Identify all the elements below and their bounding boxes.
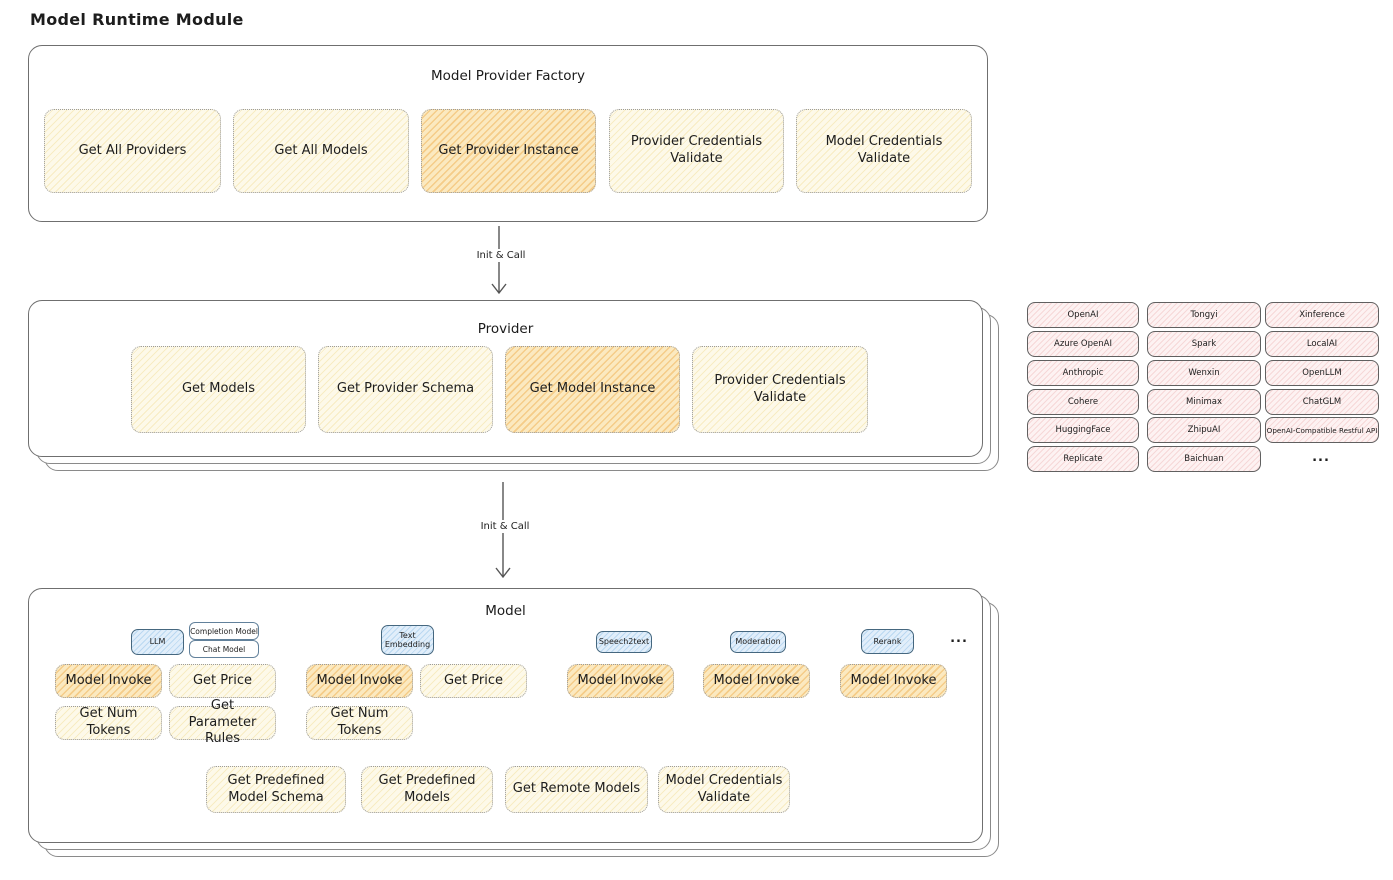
provider-chip-localai: LocalAI bbox=[1265, 331, 1379, 357]
provider-action-get-model-instance: Get Model Instance bbox=[505, 346, 680, 433]
provider-chip-chatglm: ChatGLM bbox=[1265, 389, 1379, 415]
provider-action-get-models: Get Models bbox=[131, 346, 306, 433]
llm-get-parameter-rules: Get Parameter Rules bbox=[169, 698, 276, 746]
provider-panel: Provider Get Models Get Provider Schema … bbox=[28, 300, 983, 457]
model-type-tag-text-embedding: Text Embedding bbox=[381, 625, 434, 655]
page-title: Model Runtime Module bbox=[30, 10, 244, 29]
model-panel-title: Model bbox=[485, 603, 526, 619]
arrow-factory-to-provider-label: Init & Call bbox=[461, 249, 541, 262]
provider-chip-minimax: Minimax bbox=[1147, 389, 1261, 415]
rerank-model-invoke: Model Invoke bbox=[840, 664, 947, 698]
factory-action-model-credentials-validate: Model Credentials Validate bbox=[796, 109, 972, 193]
llm-model-invoke: Model Invoke bbox=[55, 664, 162, 698]
factory-action-provider-credentials-validate: Provider Credentials Validate bbox=[609, 109, 784, 193]
provider-action-provider-credentials-validate: Provider Credentials Validate bbox=[692, 346, 868, 433]
moderation-model-invoke: Model Invoke bbox=[703, 664, 810, 698]
model-type-tag-llm: LLM bbox=[131, 629, 184, 655]
model-type-tag-rerank: Rerank bbox=[861, 629, 914, 654]
provider-chip-azure-openai: Azure OpenAI bbox=[1027, 331, 1139, 357]
model-type-tag-moderation: Moderation bbox=[730, 631, 786, 653]
provider-chip-xinference: Xinference bbox=[1265, 302, 1379, 328]
model-type-tags-more-ellipsis: ... bbox=[950, 631, 968, 646]
factory-action-get-all-models: Get All Models bbox=[233, 109, 409, 193]
provider-chips-more-ellipsis: ... bbox=[1312, 450, 1330, 465]
provider-chip-spark: Spark bbox=[1147, 331, 1261, 357]
provider-chip-baichuan: Baichuan bbox=[1147, 446, 1261, 472]
provider-action-get-provider-schema: Get Provider Schema bbox=[318, 346, 493, 433]
factory-action-get-all-providers: Get All Providers bbox=[44, 109, 221, 193]
provider-chip-anthropic: Anthropic bbox=[1027, 360, 1139, 386]
provider-chip-openllm: OpenLLM bbox=[1265, 360, 1379, 386]
text-embedding-get-price: Get Price bbox=[420, 664, 527, 698]
provider-chip-replicate: Replicate bbox=[1027, 446, 1139, 472]
llm-get-price: Get Price bbox=[169, 664, 276, 698]
text-embedding-model-invoke: Model Invoke bbox=[306, 664, 413, 698]
arrow-provider-to-model bbox=[495, 482, 511, 579]
provider-chip-wenxin: Wenxin bbox=[1147, 360, 1261, 386]
provider-chip-openai-compatible-restful-api: OpenAI-Compatible Restful API bbox=[1265, 417, 1379, 443]
model-get-predefined-models: Get Predefined Models bbox=[361, 766, 493, 813]
model-panel: Model LLM Completion Model Chat Model Te… bbox=[28, 588, 983, 843]
model-model-credentials-validate: Model Credentials Validate bbox=[658, 766, 790, 813]
provider-chip-tongyi: Tongyi bbox=[1147, 302, 1261, 328]
provider-chip-openai: OpenAI bbox=[1027, 302, 1139, 328]
provider-panel-title: Provider bbox=[477, 321, 534, 337]
model-type-tag-chat-model: Chat Model bbox=[189, 640, 259, 658]
model-type-tag-completion-model: Completion Model bbox=[189, 622, 259, 640]
provider-chip-huggingface: HuggingFace bbox=[1027, 417, 1139, 443]
provider-chip-cohere: Cohere bbox=[1027, 389, 1139, 415]
factory-panel: Model Provider Factory Get All Providers… bbox=[28, 45, 988, 222]
text-embedding-get-num-tokens: Get Num Tokens bbox=[306, 706, 413, 740]
arrow-factory-to-provider bbox=[491, 226, 507, 295]
model-get-remote-models: Get Remote Models bbox=[505, 766, 648, 813]
llm-get-num-tokens: Get Num Tokens bbox=[55, 706, 162, 740]
factory-action-get-provider-instance: Get Provider Instance bbox=[421, 109, 596, 193]
provider-chip-zhipuai: ZhipuAI bbox=[1147, 417, 1261, 443]
model-type-tag-speech2text: Speech2text bbox=[596, 631, 652, 653]
arrow-provider-to-model-label: Init & Call bbox=[465, 520, 545, 533]
speech2text-model-invoke: Model Invoke bbox=[567, 664, 674, 698]
factory-panel-title: Model Provider Factory bbox=[430, 68, 585, 84]
model-get-predefined-model-schema: Get Predefined Model Schema bbox=[206, 766, 346, 813]
